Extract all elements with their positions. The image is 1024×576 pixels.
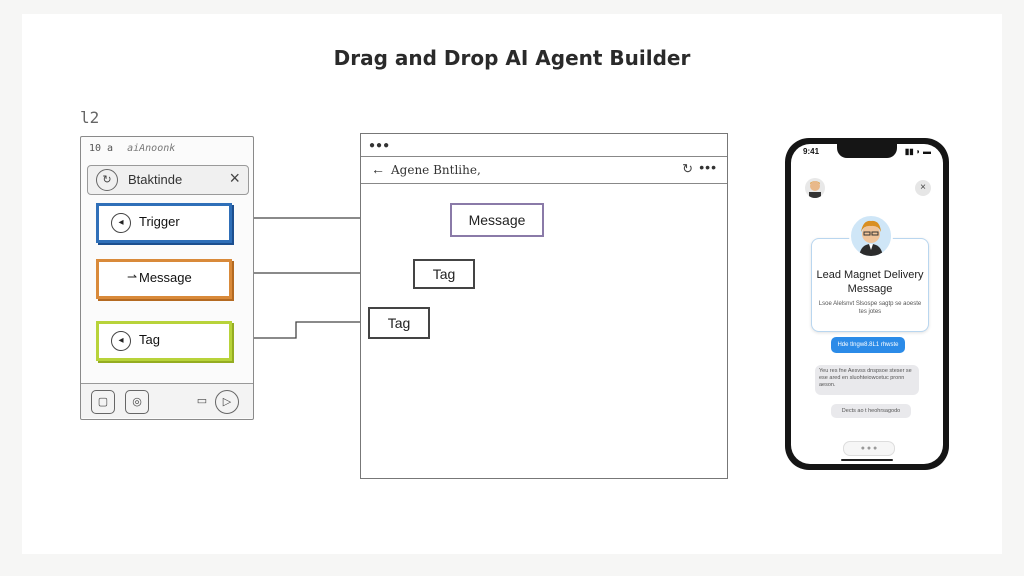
search-input[interactable]: Btaktinde <box>128 172 183 187</box>
connector-tag-tag <box>230 321 368 339</box>
palette-header-label: 10 a <box>89 143 114 154</box>
canvas-node-tag[interactable]: Tag <box>368 307 430 339</box>
palette-node-label: Message <box>139 270 192 285</box>
refresh-icon[interactable]: ↻ <box>682 161 693 176</box>
palette-toolbar: ▢ ◎ ▭ ▷ <box>81 383 253 418</box>
palette-node-label: Tag <box>139 332 160 347</box>
play-icon[interactable]: ▷ <box>215 390 239 414</box>
chat-bubble[interactable]: Dects ao t heohrsagodo <box>831 404 911 418</box>
card-title: Lead Magnet Delivery Message <box>816 269 924 295</box>
palette-node-label: Trigger <box>139 214 180 229</box>
back-arrow-icon[interactable]: ← <box>371 161 385 177</box>
canvas-toolbar: ← Agene Bntlihe, ↻ ••• <box>361 156 727 184</box>
lead-magnet-card: Lead Magnet Delivery Message Lsoe Alelsn… <box>811 238 929 332</box>
more-icon[interactable]: ••• <box>699 159 717 175</box>
palette-node-trigger[interactable]: ◂ Trigger <box>96 203 232 243</box>
status-icons: ▮▮ ◗ ▬ <box>904 147 931 156</box>
agent-avatar <box>849 214 893 258</box>
canvas-title: Agene Bntlihe, <box>391 163 481 177</box>
message-input[interactable]: ● ● ● <box>843 441 895 456</box>
phone-notch <box>837 144 897 158</box>
palette-app-name: aiAnoonk <box>127 143 176 154</box>
builder-canvas-window: ●●● ← Agene Bntlihe, ↻ ••• <box>360 133 728 479</box>
phone-screen: 9:41 ▮▮ ◗ ▬ × Lead Magnet Delivery Messa… <box>791 144 943 464</box>
search-icon: ↻ <box>96 169 118 191</box>
minus-icon[interactable]: ▭ <box>196 395 208 407</box>
window-controls[interactable]: ●●● <box>369 140 391 151</box>
avatar[interactable] <box>805 178 825 198</box>
palette-node-tag[interactable]: ◂ Tag <box>96 321 232 361</box>
close-icon[interactable]: × <box>915 180 931 196</box>
agent-avatar-icon <box>859 220 883 256</box>
palette-search-bar[interactable]: ↻ Btaktinde × <box>87 165 249 195</box>
palette-node-message[interactable]: ⇀ Message <box>96 259 232 299</box>
avatar-icon <box>809 181 821 198</box>
status-bar: 9:41 ▮▮ ◗ ▬ <box>803 147 931 156</box>
cta-button[interactable]: Hde tlngw8.8L1 rhwste <box>831 337 905 353</box>
canvas-node-message[interactable]: Message <box>450 203 544 237</box>
cursor-icon: ◂ <box>111 331 131 351</box>
palette-header: 10 a aiAnoonk <box>89 143 245 159</box>
sketch-marker: l2 <box>80 108 100 127</box>
phone-preview: 9:41 ▮▮ ◗ ▬ × Lead Magnet Delivery Messa… <box>785 138 949 470</box>
status-time: 9:41 <box>803 147 820 156</box>
chat-bubble: Yeu res fne Aesvss dnspsoe steser se ese… <box>815 365 919 395</box>
page-title: Drag and Drop AI Agent Builder <box>333 46 691 70</box>
cursor-icon: ◂ <box>111 213 131 233</box>
arrow-icon: ⇀ <box>126 270 138 284</box>
node-palette-panel: 10 a aiAnoonk ↻ Btaktinde × ◂ Trigger ⇀ M… <box>80 136 254 420</box>
card-body: Lsoe Alelsnvt Slsospe sagtp se aoeste te… <box>818 301 922 315</box>
square-icon[interactable]: ▢ <box>91 390 115 414</box>
close-icon[interactable]: × <box>229 168 240 188</box>
home-indicator <box>841 459 893 461</box>
record-icon[interactable]: ◎ <box>125 390 149 414</box>
canvas-node-tag[interactable]: Tag <box>413 259 475 289</box>
